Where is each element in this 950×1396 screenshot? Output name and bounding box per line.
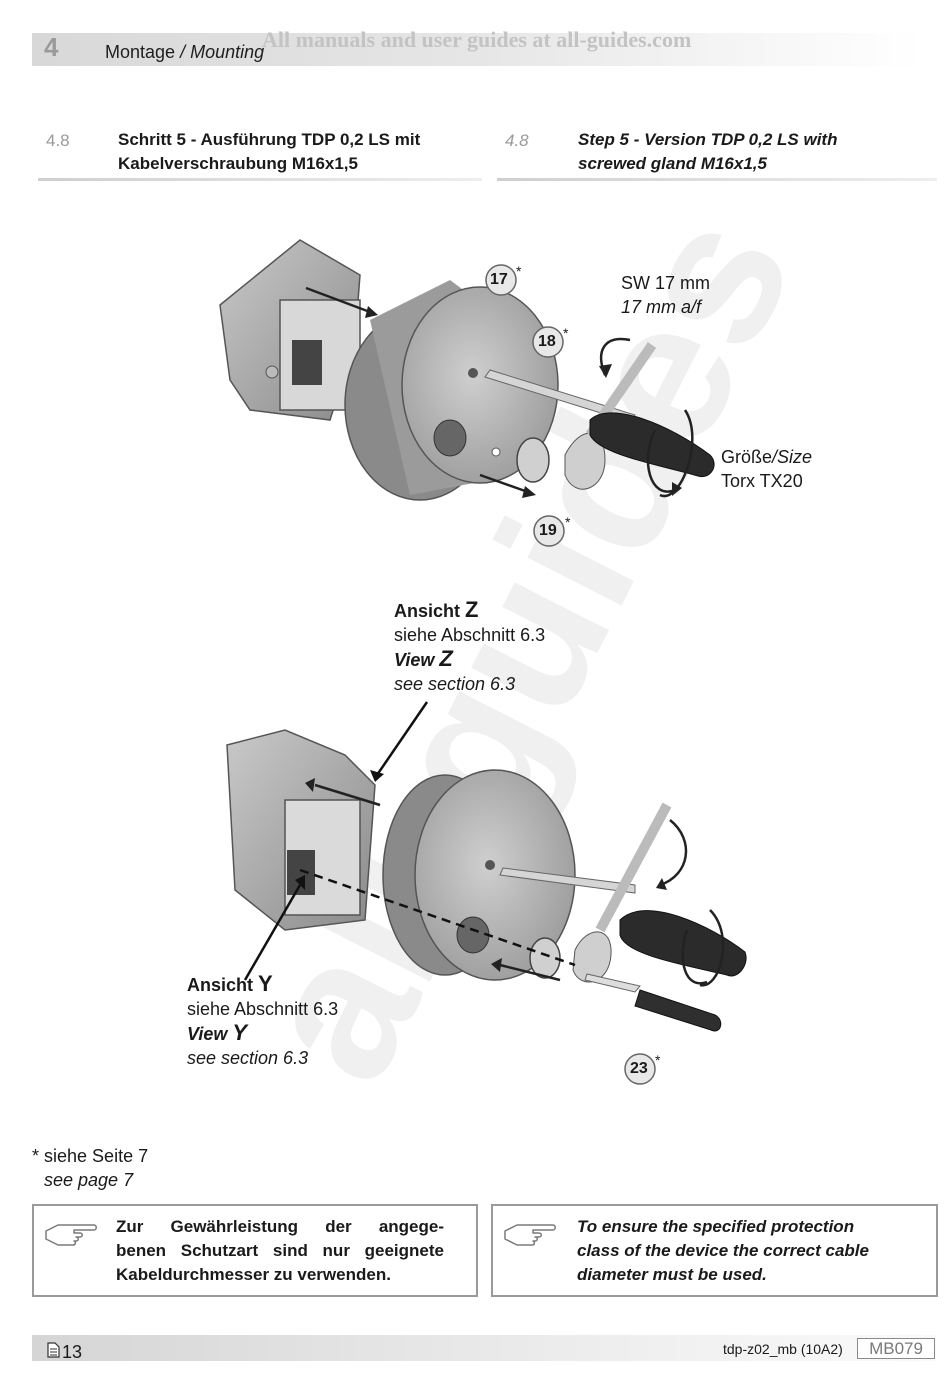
footnote-en: see page 7 — [44, 1170, 134, 1190]
section-rule-en — [497, 178, 937, 181]
view-y-label: Ansicht Y siehe Abschnitt 6.3 View Y see… — [187, 972, 338, 1070]
view-z-pointer — [375, 701, 429, 776]
ratchet-handle — [595, 802, 672, 933]
callout-19-asterisk: * — [565, 514, 571, 530]
washer — [491, 447, 501, 457]
gland-opening — [433, 419, 467, 457]
driver-size-label: Größe/Size Torx TX20 — [721, 445, 812, 493]
gland-opening — [456, 916, 490, 954]
view-z-ref-en: see section 6.3 — [394, 674, 516, 694]
view-y-title-en: View Y — [187, 1020, 248, 1045]
document-id-badge: MB079 — [857, 1338, 935, 1359]
chapter-title: Montage / Mounting — [105, 42, 264, 63]
cable-insertion-path — [299, 868, 576, 967]
driver-rotation-arrow-left — [646, 429, 676, 493]
footnote: * siehe Seite 7 see page 7 — [32, 1144, 148, 1192]
pointing-hand-icon — [504, 1224, 556, 1246]
view-z-title-en: View Z — [394, 646, 453, 671]
hex-wrench-shaft — [499, 867, 636, 894]
page-number: 13 — [62, 1342, 83, 1362]
chapter-title-en: Mounting — [190, 42, 265, 62]
note-text-en: To ensure the specified protection class… — [577, 1215, 922, 1287]
footer-bar — [32, 1335, 936, 1361]
cable-end — [584, 973, 641, 993]
note-de-line2: benen Schutzart sind nur geeignete — [116, 1241, 444, 1260]
callout-18-circle — [532, 326, 564, 358]
section-title-de-line1: Schritt 5 - Ausführung TDP 0,2 LS mit — [118, 130, 421, 149]
view-y-title-de: Ansicht Y — [187, 971, 273, 996]
note-en-line3: diameter must be used. — [577, 1265, 767, 1284]
note-de-line1: Zur Gewährleistung der angege- — [116, 1217, 444, 1236]
cover-movement-arrow — [314, 783, 381, 807]
screwdriver-handle — [589, 412, 715, 478]
view-y-ref-de: siehe Abschnitt 6.3 — [187, 999, 339, 1019]
section-number-de: 4.8 — [46, 131, 70, 150]
callout-19-circle — [533, 515, 565, 547]
ratchet-head — [564, 432, 606, 490]
note-text-de: Zur Gewährleistung der angege- benen Sch… — [116, 1215, 444, 1287]
gland-nut — [516, 437, 550, 483]
view-z-label: Ansicht Z siehe Abschnitt 6.3 View Z see… — [394, 598, 545, 696]
view-y-pointer — [243, 884, 302, 981]
callout-17-circle — [485, 264, 517, 296]
callout-23-asterisk: * — [655, 1052, 661, 1068]
housing-screw — [265, 365, 279, 379]
view-z-ref-de: siehe Abschnitt 6.3 — [394, 625, 546, 645]
document-icon — [47, 1342, 60, 1358]
wrench-size-label: SW 17 mm 17 mm a/f — [621, 271, 710, 319]
nut-movement-arrow — [499, 963, 561, 982]
note-box-en — [491, 1204, 938, 1297]
cover-screw — [468, 368, 478, 378]
view-y-ref-en: see section 6.3 — [187, 1048, 309, 1068]
ratchet-head — [572, 931, 612, 983]
note-en-line1: To ensure the specified protection — [577, 1217, 855, 1236]
switch-compartment — [284, 799, 361, 916]
section-title-en: Step 5 - Version TDP 0,2 LS with screwed… — [578, 128, 837, 176]
callout-17-asterisk: * — [516, 263, 522, 279]
note-en-line2: class of the device the correct cable — [577, 1241, 869, 1260]
driver-rotation-arrow-right — [659, 409, 694, 498]
callout-17-label: 17 — [490, 271, 508, 288]
driver-rotation-arrow-right — [699, 909, 725, 987]
callout-18-asterisk: * — [563, 325, 569, 341]
section-title-de: Schritt 5 - Ausführung TDP 0,2 LS mit Ka… — [118, 128, 420, 176]
wrench-size-de: SW 17 mm — [621, 273, 711, 293]
figure-cable-insertion — [226, 701, 747, 1032]
chapter-title-de: Montage — [105, 42, 176, 62]
chapter-number: 4 — [44, 32, 59, 62]
note-box-de — [32, 1204, 478, 1297]
site-watermark[interactable]: All manuals and user guides at all-guide… — [262, 27, 692, 52]
chapter-header-bar — [32, 33, 922, 66]
wrench-rotation-arrow — [659, 819, 688, 887]
section-title-en-line1: Step 5 - Version TDP 0,2 LS with — [578, 130, 838, 149]
driver-size-line1: Größe/Size — [721, 447, 813, 467]
document-code: tdp-z02_mb (10A2) — [723, 1341, 843, 1357]
section-title-en-line2: screwed gland M16x1,5 — [578, 154, 767, 173]
driver-size-line2: Torx TX20 — [721, 471, 803, 491]
section-number-en: 4.8 — [505, 131, 529, 150]
cover-face — [414, 769, 576, 981]
micro-switch — [292, 340, 322, 385]
hex-wrench-shaft — [484, 369, 636, 423]
cable-insertion-tool — [634, 989, 722, 1032]
footnote-de: * siehe Seite 7 — [32, 1146, 149, 1166]
section-rule-de — [38, 178, 482, 181]
note-de-line3: Kabeldurchmesser zu verwenden. — [116, 1265, 391, 1284]
gland-nut — [529, 937, 561, 979]
view-z-title-de: Ansicht Z — [394, 597, 479, 622]
callout-23-circle — [624, 1053, 656, 1085]
micro-switch — [287, 850, 315, 895]
section-title-de-line2: Kabelverschraubung M16x1,5 — [118, 154, 358, 173]
callout-19-label: 19 — [539, 522, 557, 539]
figure-screwed-gland-exploded — [219, 239, 715, 501]
nut-movement-arrow — [479, 473, 529, 494]
chapter-title-sep: / — [175, 42, 191, 62]
pointing-hand-icon — [45, 1224, 97, 1246]
wrench-size-en: 17 mm a/f — [621, 297, 702, 317]
cover-movement-arrow — [305, 286, 371, 314]
cover-screw — [485, 860, 495, 870]
driver-rotation-arrow-left — [681, 929, 708, 985]
callout-23-label: 23 — [630, 1060, 648, 1077]
callout-18-label: 18 — [538, 333, 556, 350]
